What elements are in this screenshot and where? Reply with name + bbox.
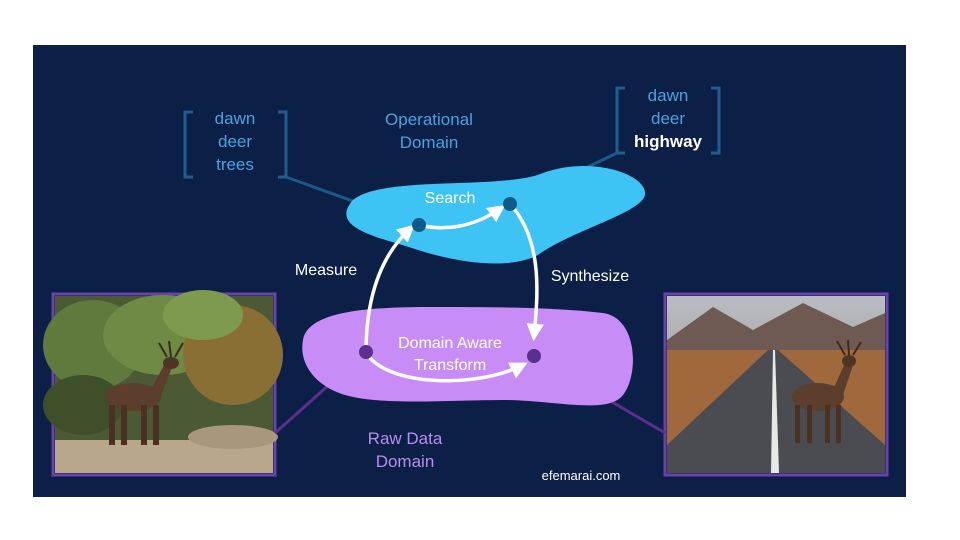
left-bracket-word-1: dawn xyxy=(215,109,256,128)
left-bracket-word-2: deer xyxy=(218,132,252,151)
operational-domain-title-line-1: Operational xyxy=(385,110,473,129)
synthesize-label: Synthesize xyxy=(551,268,629,285)
search-end-node xyxy=(503,197,517,211)
search-start-node xyxy=(412,218,426,232)
measure-label: Measure xyxy=(295,262,357,279)
transform-end-node xyxy=(527,349,541,363)
forest-deer-photo xyxy=(43,290,283,477)
credit-text: efemarai.com xyxy=(542,468,621,483)
right-bracket-word-2: deer xyxy=(651,109,685,128)
domain-diagram: dawn deer trees dawn deer highway xyxy=(43,86,889,483)
transform-label-line-2: Transform xyxy=(414,357,486,374)
raw-data-domain-title-line-2: Domain xyxy=(376,452,435,471)
diagram-slide: dawn deer trees dawn deer highway xyxy=(33,45,906,497)
measure-arrow xyxy=(364,224,415,353)
operational-domain-title-line-2: Domain xyxy=(400,133,459,152)
left-bracket-word-3: trees xyxy=(216,155,254,174)
right-bracket-word-1: dawn xyxy=(648,86,689,105)
transform-arrow xyxy=(364,351,528,383)
right-bracket-highlight-word: highway xyxy=(634,132,703,151)
right-bracket: dawn deer highway xyxy=(615,86,721,155)
highway-deer-photo xyxy=(663,292,889,477)
raw-data-domain-title-line-1: Raw Data xyxy=(368,429,443,448)
synthesize-arrow xyxy=(508,202,544,342)
search-label: Search xyxy=(425,190,476,207)
raw-data-domain-blob xyxy=(302,307,633,406)
transform-label-line-1: Domain Aware xyxy=(398,335,502,352)
transform-start-node xyxy=(359,345,373,359)
search-arrow xyxy=(418,204,506,230)
left-bracket: dawn deer trees xyxy=(183,109,288,179)
